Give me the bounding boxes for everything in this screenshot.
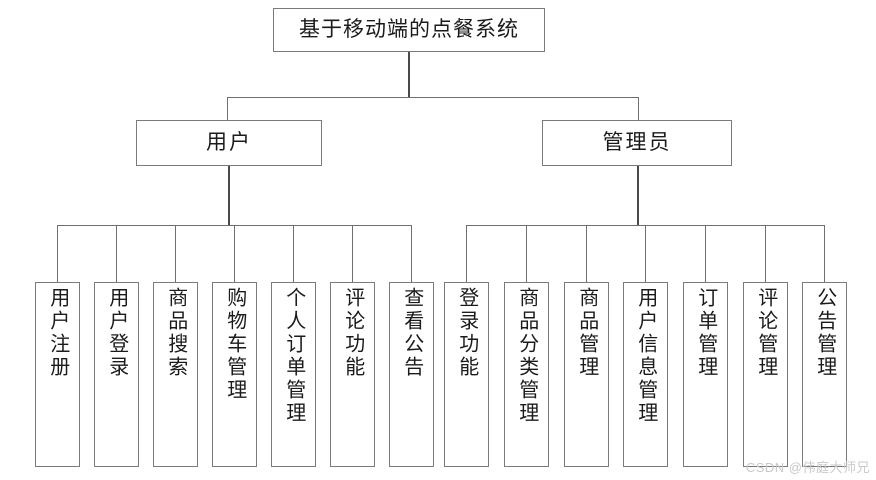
connector-drop-admin	[638, 97, 639, 121]
node-leaf-product-management[interactable]: 商品管理	[564, 282, 609, 467]
connector-root-stem	[408, 52, 410, 98]
connector-user-stem	[228, 166, 230, 226]
node-branch-user-label: 用户	[206, 130, 252, 155]
node-leaf-user-registration[interactable]: 用户注册	[35, 282, 80, 467]
node-leaf-login-function[interactable]: 登录功能	[444, 282, 489, 467]
connector-admin-leaf-5	[705, 225, 706, 283]
node-leaf-product-search[interactable]: 商品搜索	[153, 282, 198, 467]
node-leaf-view-announcement[interactable]: 查看公告	[389, 282, 434, 467]
connector-admin-leaf-4	[645, 225, 646, 283]
connector-user-leaf-7	[411, 225, 412, 283]
node-leaf-label: 公告管理	[813, 287, 836, 379]
connector-admin-leaf-6	[765, 225, 766, 283]
node-leaf-label: 商品搜索	[164, 287, 187, 379]
connector-admin-leaf-1	[466, 225, 467, 283]
connector-level1-bus	[227, 97, 639, 98]
node-leaf-product-category-management[interactable]: 商品分类管理	[504, 282, 549, 467]
node-root-label: 基于移动端的点餐系统	[299, 17, 519, 42]
node-leaf-personal-order-management[interactable]: 个人订单管理	[271, 282, 316, 467]
node-leaf-label: 订单管理	[694, 287, 717, 379]
node-leaf-order-management[interactable]: 订单管理	[683, 282, 728, 467]
node-leaf-comment-management[interactable]: 评论管理	[743, 282, 788, 467]
node-leaf-label: 用户登录	[105, 287, 128, 379]
node-leaf-user-info-management[interactable]: 用户信息管理	[623, 282, 668, 467]
connector-user-leaf-6	[352, 225, 353, 283]
node-leaf-label: 购物车管理	[223, 287, 246, 402]
node-leaf-announcement-management[interactable]: 公告管理	[802, 282, 847, 467]
node-branch-user[interactable]: 用户	[136, 120, 322, 166]
node-leaf-label: 个人订单管理	[282, 287, 305, 425]
node-leaf-label: 查看公告	[400, 287, 423, 379]
connector-user-leaf-1	[57, 225, 58, 283]
connector-user-leaf-5	[293, 225, 294, 283]
connector-drop-user	[227, 97, 228, 121]
node-leaf-label: 用户注册	[46, 287, 69, 379]
connector-admin-leaf-7	[824, 225, 825, 283]
connector-admin-leaf-3	[586, 225, 587, 283]
node-root-system[interactable]: 基于移动端的点餐系统	[273, 8, 545, 52]
node-leaf-label: 商品管理	[575, 287, 598, 379]
node-leaf-label: 登录功能	[455, 287, 478, 379]
node-leaf-user-login[interactable]: 用户登录	[94, 282, 139, 467]
watermark-text: CSDN @伟庭大师兄	[745, 460, 870, 475]
node-leaf-label: 用户信息管理	[634, 287, 657, 425]
node-leaf-comment-function[interactable]: 评论功能	[330, 282, 375, 467]
connector-user-leaf-2	[116, 225, 117, 283]
connector-admin-leaf-2	[526, 225, 527, 283]
node-leaf-label: 商品分类管理	[515, 287, 538, 425]
node-branch-admin-label: 管理员	[602, 130, 672, 155]
connector-admin-stem	[637, 166, 639, 226]
connector-user-leaf-3	[175, 225, 176, 283]
node-leaf-label: 评论功能	[341, 287, 364, 379]
node-branch-admin[interactable]: 管理员	[542, 120, 732, 166]
node-leaf-cart-management[interactable]: 购物车管理	[212, 282, 257, 467]
node-leaf-label: 评论管理	[754, 287, 777, 379]
connector-user-leaf-4	[234, 225, 235, 283]
